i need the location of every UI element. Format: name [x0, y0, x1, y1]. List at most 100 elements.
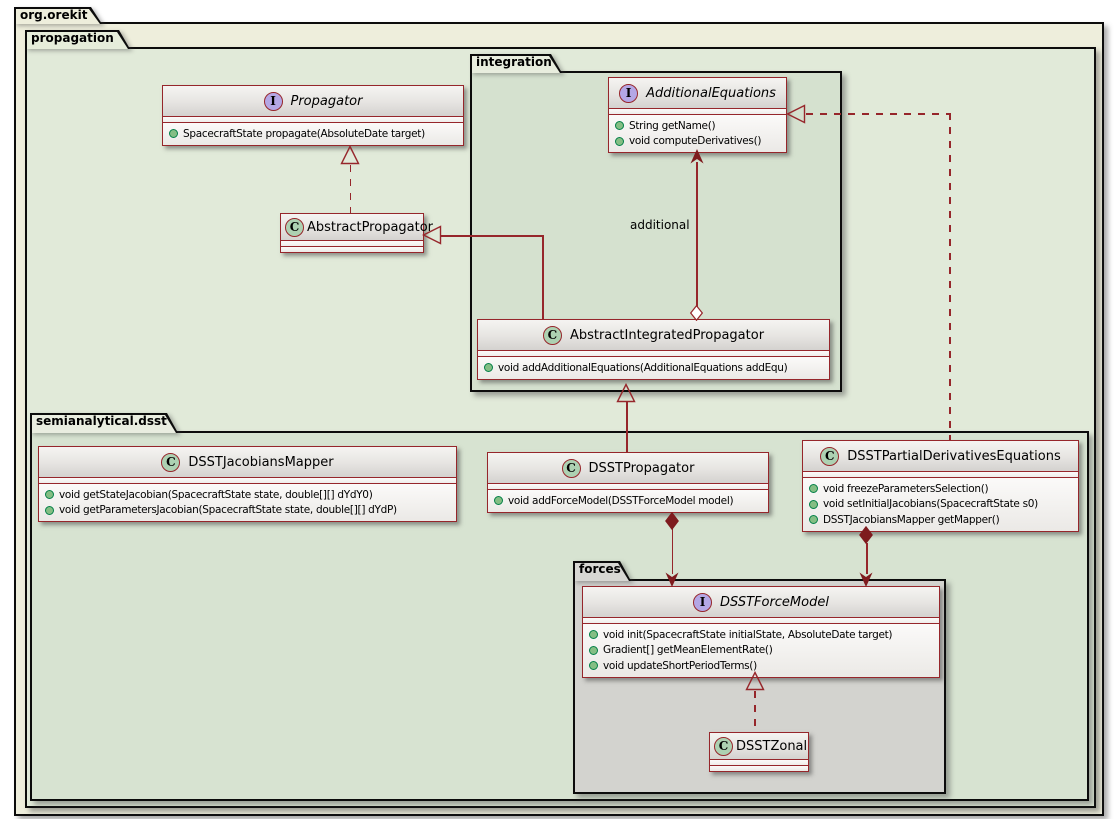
public-visibility-icon	[589, 661, 598, 671]
method-signature: Gradient[] getMeanElementRate()	[603, 644, 773, 657]
class-header: C DSSTPropagator	[488, 453, 768, 483]
public-visibility-icon	[615, 136, 624, 146]
public-visibility-icon	[809, 499, 818, 509]
generalization-line-abstractintegratedpropagator-abstractpropagator	[542, 235, 544, 320]
package-forces-tab: forces	[573, 561, 631, 581]
package-tab-fill	[27, 32, 128, 49]
attributes-compartment	[163, 116, 463, 122]
class-name: DSSTPartialDerivativesEquations	[847, 448, 1061, 464]
class-header: I AdditionalEquations	[609, 78, 786, 108]
interface-icon: I	[619, 83, 639, 103]
package-tab-fill	[16, 9, 100, 24]
method-item: void freezeParametersSelection()	[803, 481, 1078, 497]
attributes-compartment	[488, 483, 768, 489]
method-signature: void init(SpacecraftState initialState, …	[603, 628, 893, 641]
package-tab-fill	[575, 563, 629, 581]
method-item: DSSTJacobiansMapper getMapper()	[803, 512, 1078, 528]
package-name: integration	[476, 55, 552, 69]
realization-triangle-icon	[786, 104, 806, 124]
package-propagation-tab: propagation	[25, 30, 130, 49]
realization-line-abstractpropagator-propagator	[349, 165, 351, 213]
attributes-compartment	[478, 350, 829, 356]
method-item: void addAdditionalEquations(AdditionalEq…	[478, 360, 829, 376]
method-signature: void getParametersJacobian(SpacecraftSta…	[59, 504, 397, 517]
methods-compartment	[710, 765, 808, 771]
attributes-compartment	[710, 759, 808, 765]
realization-line-dsstpartial-additionalequations	[949, 113, 951, 440]
generalization-line-abstractintegratedpropagator-abstractpropagator	[441, 235, 543, 237]
method-signature: void freezeParametersSelection()	[823, 482, 989, 495]
class-icon: C	[161, 452, 181, 472]
attributes-compartment	[583, 617, 939, 623]
class-header: C DSSTZonal	[710, 733, 808, 759]
class-name: AbstractPropagator	[307, 219, 434, 235]
class-header: C AbstractIntegratedPropagator	[478, 320, 829, 350]
generalization-line-dsstpropagator	[626, 401, 628, 452]
class-name: AbstractIntegratedPropagator	[569, 327, 765, 343]
methods-compartment: void addAdditionalEquations(AdditionalEq…	[478, 356, 829, 379]
methods-compartment: SpacecraftState propagate(AbsoluteDate t…	[163, 122, 463, 145]
method-item: Gradient[] getMeanElementRate()	[583, 643, 939, 659]
attributes-compartment	[609, 108, 786, 114]
class-name: DSSTZonal	[736, 738, 808, 754]
public-visibility-icon	[809, 515, 818, 525]
method-signature: SpacecraftState propagate(AbsoluteDate t…	[183, 127, 425, 140]
interface-propagator: I Propagator SpacecraftState propagate(A…	[162, 85, 464, 146]
method-signature: void computeDerivatives()	[629, 135, 762, 148]
composition-line-dsstpropagator-forcemodel	[671, 529, 673, 574]
methods-compartment: void addForceModel(DSSTForceModel model)	[488, 489, 768, 512]
method-item: void addForceModel(DSSTForceModel model)	[488, 493, 768, 509]
class-header: I Propagator	[163, 86, 463, 116]
class-abstract-integrated-propagator: C AbstractIntegratedPropagator void addA…	[477, 319, 830, 380]
composition-diamond-icon	[859, 526, 873, 544]
class-abstract-propagator: C AbstractPropagator	[280, 213, 433, 253]
method-item: void setInitialJacobians(SpacecraftState…	[803, 497, 1078, 513]
method-signature: void getStateJacobian(SpacecraftState st…	[59, 488, 373, 501]
methods-compartment: String getName() void computeDerivatives(…	[609, 114, 786, 152]
method-item: void updateShortPeriodTerms()	[583, 658, 939, 674]
method-signature: String getName()	[629, 119, 716, 132]
realization-line-dsstzonal-forcemodel	[754, 691, 756, 732]
package-integration-tab: integration	[470, 54, 562, 73]
class-dsst-jacobians-mapper: C DSSTJacobiansMapper void getStateJacob…	[38, 446, 457, 522]
generalization-triangle-icon	[616, 383, 636, 403]
public-visibility-icon	[809, 484, 818, 494]
aggregation-role-label: additional	[630, 218, 690, 232]
method-item: void getParametersJacobian(SpacecraftSta…	[39, 503, 456, 519]
class-dsst-zonal: C DSSTZonal	[709, 732, 809, 772]
class-name: AdditionalEquations	[646, 85, 776, 101]
method-signature: void addForceModel(DSSTForceModel model)	[508, 494, 734, 507]
association-arrow-icon	[665, 572, 679, 587]
package-name: propagation	[31, 31, 114, 45]
class-icon: C	[285, 217, 304, 237]
class-dsst-partial-derivatives-equations: C DSSTPartialDerivativesEquations void f…	[802, 440, 1079, 532]
aggregation-diamond-icon	[690, 305, 703, 321]
method-signature: DSSTJacobiansMapper getMapper()	[823, 513, 1000, 526]
methods-compartment: void init(SpacecraftState initialState, …	[583, 623, 939, 677]
class-name: DSSTPropagator	[588, 460, 695, 476]
method-item: String getName()	[609, 118, 786, 134]
interface-icon: I	[263, 91, 283, 111]
public-visibility-icon	[589, 630, 598, 640]
package-name: org.orekit	[20, 8, 88, 22]
attributes-compartment	[803, 471, 1078, 477]
public-visibility-icon	[494, 496, 503, 506]
interface-dsst-force-model: I DSSTForceModel void init(SpacecraftSta…	[582, 586, 940, 678]
method-item: void getStateJacobian(SpacecraftState st…	[39, 487, 456, 503]
method-item: void init(SpacecraftState initialState, …	[583, 627, 939, 643]
methods-compartment	[281, 246, 423, 252]
public-visibility-icon	[589, 645, 598, 655]
class-icon: C	[542, 325, 562, 345]
method-signature: void updateShortPeriodTerms()	[603, 659, 757, 672]
package-name: semianalytical.dsst	[36, 414, 167, 428]
public-visibility-icon	[45, 505, 54, 515]
class-header: C DSSTJacobiansMapper	[39, 447, 456, 477]
methods-compartment: void freezeParametersSelection() void set…	[803, 477, 1078, 531]
class-name: DSSTJacobiansMapper	[188, 454, 334, 470]
public-visibility-icon	[169, 129, 178, 139]
class-name: DSSTForceModel	[720, 594, 829, 610]
class-icon: C	[820, 446, 840, 466]
public-visibility-icon	[484, 363, 493, 373]
attributes-compartment	[39, 477, 456, 483]
